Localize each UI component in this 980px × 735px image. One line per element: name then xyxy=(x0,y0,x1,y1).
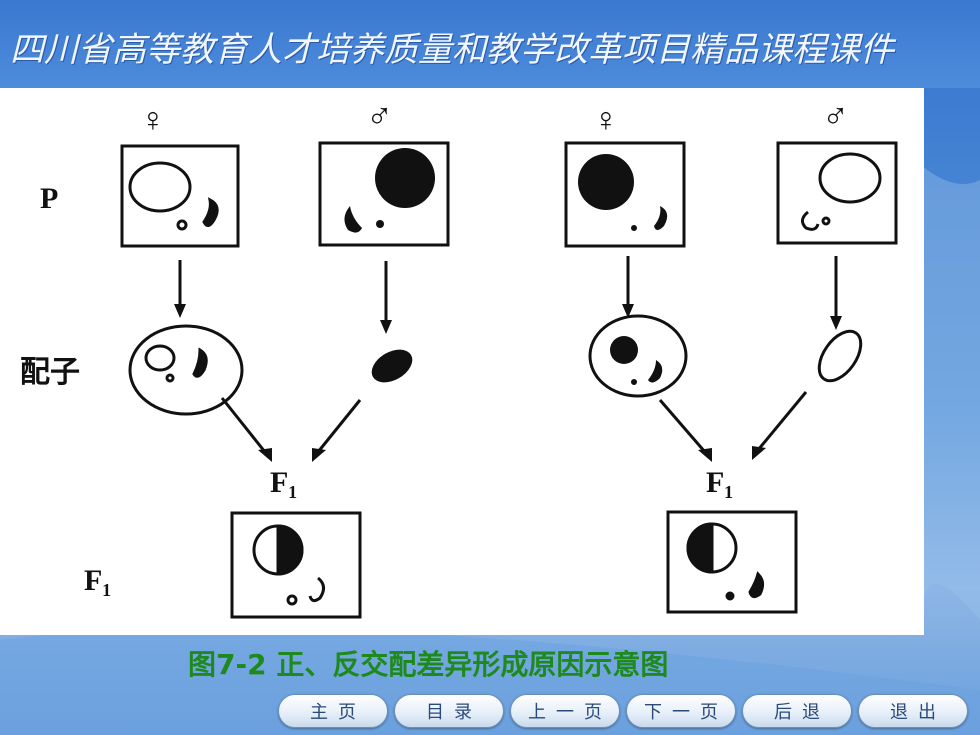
p-box-2 xyxy=(318,141,450,247)
gamete-sperm-2 xyxy=(817,329,863,383)
header-bar: 四川省高等教育人才培养质量和教学改革项目精品课程课件 xyxy=(0,0,980,88)
p-box-1 xyxy=(120,144,240,248)
gamete-egg-1 xyxy=(128,324,244,416)
female-symbol-2: ♀ xyxy=(593,102,619,139)
gamete-egg-2 xyxy=(588,314,688,398)
reciprocal-cross-diagram xyxy=(120,141,898,619)
exit-button[interactable]: 退出 xyxy=(858,694,968,728)
row-label-f1: F₁ xyxy=(84,564,112,597)
gamete-sperm-1 xyxy=(371,349,413,383)
header-title: 四川省高等教育人才培养质量和教学改革项目精品课程课件 xyxy=(10,30,894,70)
p-box-3 xyxy=(564,141,686,248)
prev-page-button[interactable]: 上一页 xyxy=(510,694,620,728)
home-button[interactable]: 主页 xyxy=(278,694,388,728)
f1-box-1 xyxy=(230,511,362,619)
back-button[interactable]: 后退 xyxy=(742,694,852,728)
row-label-p: P xyxy=(40,182,59,215)
f1-label-2: F₁ xyxy=(706,466,734,499)
p-box-4 xyxy=(776,141,898,245)
diagram-figure: ♀ ♂ ♀ ♂ P 配子 F₁ F₁ F₁ xyxy=(0,88,924,635)
row-label-gamete: 配子 xyxy=(20,355,80,390)
slide-nav: 主页 目录 上一页 下一页 后退 退出 xyxy=(278,694,968,730)
f1-box-2 xyxy=(666,510,798,614)
female-symbol-1: ♀ xyxy=(140,102,166,139)
male-symbol-2: ♂ xyxy=(822,96,849,136)
next-page-button[interactable]: 下一页 xyxy=(626,694,736,728)
contents-button[interactable]: 目录 xyxy=(394,694,504,728)
f1-label-1: F₁ xyxy=(270,466,298,499)
male-symbol-1: ♂ xyxy=(366,96,393,136)
figure-caption: 图7-2 正、反交配差异形成原因示意图 xyxy=(188,648,669,681)
